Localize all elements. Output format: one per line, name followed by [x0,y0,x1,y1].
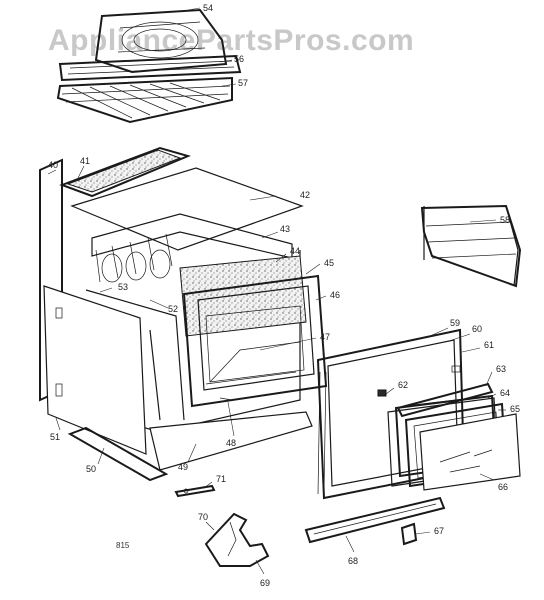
watermark-text: AppliancePartsPros.com [48,24,414,57]
callout-40: 40 [48,160,58,170]
callout-52: 52 [168,304,178,314]
callout-labels: 54 56 57 40 41 42 43 44 45 46 47 48 49 5… [48,3,520,588]
bottom-parts [174,484,446,567]
callout-57: 57 [238,78,248,88]
oven-cabinet [39,146,328,482]
callout-68: 68 [348,556,358,566]
callout-64: 64 [500,388,510,398]
callout-61: 61 [484,340,494,350]
callout-69: 69 [260,578,270,588]
callout-49: 49 [178,462,188,472]
callout-45: 45 [324,258,334,268]
callout-56: 56 [234,54,244,64]
callout-44: 44 [290,246,300,256]
callout-70: 70 [198,512,208,522]
callout-47: 47 [320,332,330,342]
callout-59: 59 [450,318,460,328]
oven-rack-58 [420,204,522,288]
callout-50: 50 [86,464,96,474]
callout-65: 65 [510,404,520,414]
callout-48: 48 [226,438,236,448]
leader-lines [47,7,506,575]
callout-46: 46 [330,290,340,300]
reference-code: 815 [116,541,130,550]
callout-42: 42 [300,190,310,200]
callout-41: 41 [80,156,90,166]
callout-54: 54 [203,3,213,13]
callout-58: 58 [500,215,510,225]
callout-62: 62 [398,380,408,390]
oven-door-assembly [316,328,521,500]
callout-66: 66 [498,482,508,492]
oven-rack-57 [56,76,233,124]
callout-51: 51 [50,432,60,442]
callout-43: 43 [280,224,290,234]
callout-71: 71 [216,474,226,484]
callout-53: 53 [118,282,128,292]
callout-60: 60 [472,324,482,334]
callout-67: 67 [434,526,444,536]
callout-63: 63 [496,364,506,374]
broiler-pan-assembly [58,8,242,82]
